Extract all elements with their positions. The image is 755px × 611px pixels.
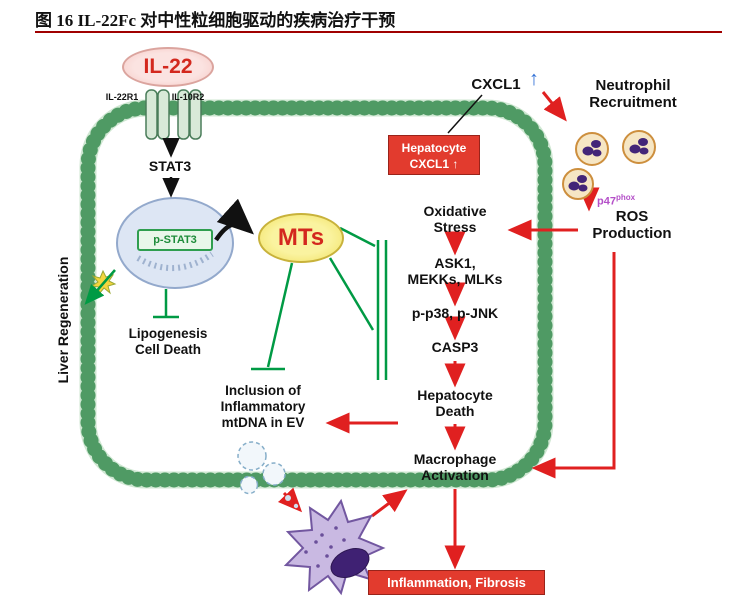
oxidative-line1: Oxidative — [423, 203, 487, 219]
neutrophil-recruitment-label: Neutrophil Recruitment — [574, 77, 692, 111]
vesicle-cluster — [237, 441, 299, 509]
ask1-line1: ASK1, — [434, 255, 476, 271]
green-lines — [84, 226, 388, 380]
mac-act-line1: Macrophage — [413, 451, 497, 467]
p47phox-label: p47phox — [597, 190, 667, 210]
oxidative-stress-label: Oxidative Stress — [401, 203, 509, 235]
mts-to-bars-upper — [339, 226, 376, 248]
ev-label: Inclusion of Inflammatory mtDNA in EV — [200, 383, 326, 431]
tbar-ev-stem — [266, 262, 294, 368]
p-stat3-label: p-STAT3 — [153, 234, 197, 246]
vesicle-dot — [293, 503, 299, 509]
oxidative-line2: Stress — [433, 219, 477, 235]
macrophage-nucleus — [330, 547, 370, 579]
lipogenesis-line1: Lipogenesis — [128, 326, 208, 341]
mts-node: MTs — [258, 213, 344, 263]
p47-sup: phox — [615, 193, 636, 202]
neutrophil-line2: Recruitment — [589, 94, 677, 111]
hepatocyte-death-label: Hepatocyte Death — [396, 387, 514, 419]
arrow-macrophage-to-activation — [371, 489, 408, 518]
p-stat3-box: p-STAT3 — [137, 229, 213, 251]
inflammation-label: Inflammation, Fibrosis — [387, 575, 526, 590]
neutrophil-cells — [562, 130, 656, 200]
black-arrows — [162, 94, 483, 242]
title-underline — [35, 31, 722, 33]
mac-act-line2: Activation — [421, 467, 489, 483]
hep-death-line1: Hepatocyte — [417, 387, 493, 403]
red-arrows — [278, 91, 616, 570]
arrow-pstat3-to-mts — [214, 198, 254, 242]
il22-label: IL-22 — [143, 55, 193, 78]
ev-line3: mtDNA in EV — [221, 415, 305, 430]
mts-to-bars-lower — [328, 257, 375, 331]
macrophage-cell — [283, 498, 386, 596]
figure-title: 图 16 IL-22Fc 对中性粒细胞驱动的疾病治疗干预 — [35, 11, 396, 30]
cxcl1-up-arrow-icon: ↑ — [529, 68, 539, 90]
lipogenesis-label: Lipogenesis Cell Death — [114, 326, 222, 358]
ask1-line2: MEKKs, MLKs — [407, 271, 503, 287]
inflammation-fibrosis-box: Inflammation, Fibrosis — [368, 570, 545, 595]
neutrophil-line1: Neutrophil — [595, 77, 671, 94]
cxcl1-top-label: CXCL1 — [471, 76, 521, 93]
ros-line1: ROS — [615, 208, 649, 225]
hepatocyte-box-line2: CXCL1 ↑ — [409, 157, 459, 171]
vesicle-dot — [285, 495, 291, 501]
hep-death-line2: Death — [435, 403, 475, 419]
arrow-to-liver-regeneration — [84, 269, 116, 305]
ros-production-label: ROS Production — [574, 208, 690, 242]
lipogenesis-line2: Cell Death — [134, 342, 202, 357]
il22-receptor-shapes — [145, 89, 202, 140]
stat3-label: STAT3 — [148, 158, 192, 174]
pp38-pjnk-label: p-p38, p-JNK — [411, 305, 499, 321]
ask1-label: ASK1, MEKKs, MLKs — [391, 255, 519, 287]
arrow-cxcl1-to-neutrophils — [541, 91, 567, 122]
hepatocyte-box-line1: Hepatocyte — [401, 141, 467, 155]
ev-line1: Inclusion of — [225, 383, 301, 398]
il22-ligand: IL-22 — [122, 47, 214, 87]
line-cxcl1-to-box — [447, 94, 483, 134]
mts-label: MTs — [277, 224, 325, 251]
arrow-ros-to-macrophage-activation — [531, 252, 616, 479]
ros-line2: Production — [592, 225, 672, 242]
macrophage-activation-label: Macrophage Activation — [394, 451, 516, 483]
liver-regeneration-label: Liver Regeneration — [55, 256, 71, 384]
ev-line2: Inflammatory — [220, 399, 306, 414]
receptor-il22r1-label: IL-22R1 — [105, 92, 139, 102]
p47-base: p47 — [597, 195, 616, 208]
hepatocyte-cxcl1-box: Hepatocyte CXCL1 ↑ — [388, 135, 480, 175]
casp3-label: CASP3 — [431, 339, 479, 355]
receptor-il10r2-label: IL-10R2 — [171, 92, 205, 102]
